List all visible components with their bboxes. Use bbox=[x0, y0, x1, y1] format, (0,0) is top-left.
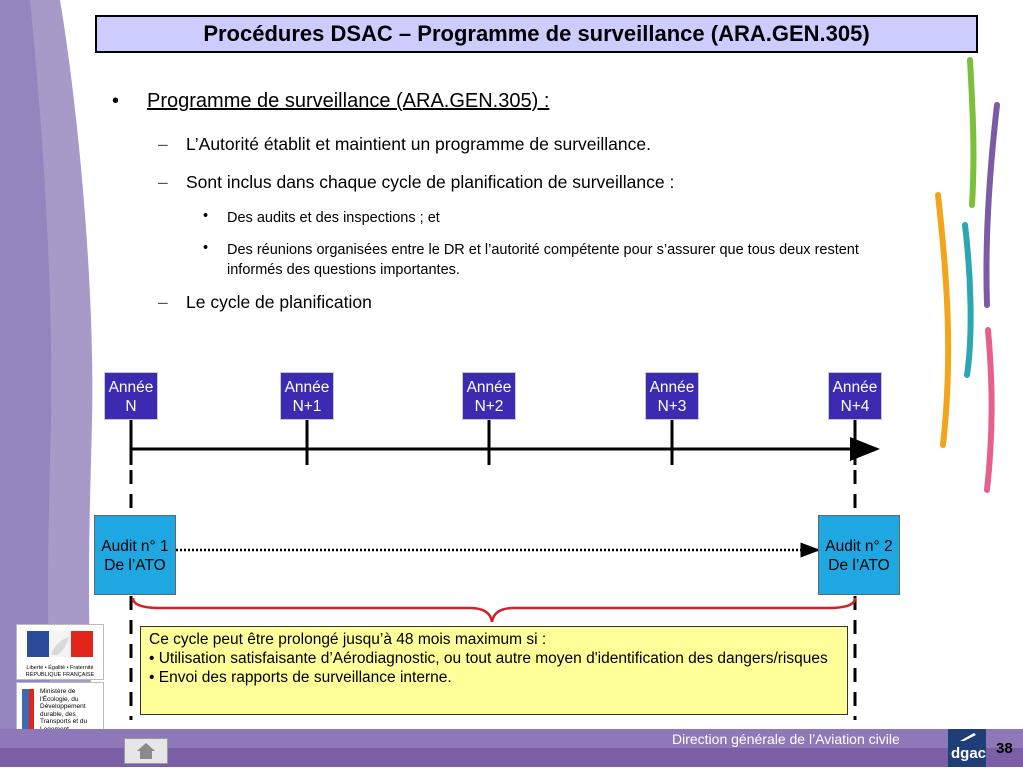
year-box-n1: Année N+1 bbox=[280, 372, 334, 420]
year-value: N+1 bbox=[292, 398, 322, 415]
year-label: Année bbox=[466, 379, 512, 396]
bullet-dash: – bbox=[158, 292, 168, 312]
bullet-dash: – bbox=[158, 134, 168, 154]
ministere-stripe-blue bbox=[22, 689, 29, 731]
ministere-text: Ministère de l'Écologie, du Développemen… bbox=[40, 688, 88, 733]
sub-bullet-text: Des audits et des inspections ; et bbox=[227, 210, 440, 226]
year-value: N+2 bbox=[474, 398, 504, 415]
year-box-n3: Année N+3 bbox=[645, 372, 699, 420]
republique-francaise-logo: Liberté • Égalité • Fraternité RÉPUBLIQU… bbox=[16, 624, 104, 680]
marianne-flag-icon bbox=[27, 631, 93, 657]
audit-subtitle: De l’ATO bbox=[104, 557, 166, 574]
audit-box-1: Audit n° 1 De l’ATO bbox=[94, 515, 176, 595]
audit-box-2: Audit n° 2 De l’ATO bbox=[818, 515, 900, 595]
year-label: Année bbox=[284, 379, 330, 396]
sub-bullet-text: Des réunions organisées entre le DR et l… bbox=[227, 242, 859, 278]
bullet-dot: • bbox=[112, 90, 120, 112]
year-value: N+4 bbox=[840, 398, 870, 415]
year-box-n4: Année N+4 bbox=[828, 372, 882, 420]
bullet-text: L’Autorité établit et maintient un progr… bbox=[186, 134, 651, 154]
dgac-logo-text: dgac bbox=[951, 745, 987, 762]
home-icon bbox=[137, 743, 155, 759]
heading-text: Programme de surveillance (ARA.GEN.305) … bbox=[147, 90, 550, 112]
year-label: Année bbox=[108, 379, 154, 396]
page-number: 38 bbox=[996, 740, 1013, 757]
slide-title: Procédures DSAC – Programme de surveilla… bbox=[203, 21, 870, 46]
audit-subtitle: De l’ATO bbox=[828, 557, 890, 574]
bullet-text: Le cycle de planification bbox=[186, 292, 372, 312]
note-line: • Utilisation satisfaisante d’Aérodiagno… bbox=[149, 650, 828, 667]
year-box-n: Année N bbox=[104, 372, 158, 420]
left-decorative-band bbox=[0, 0, 95, 767]
year-box-n2: Année N+2 bbox=[462, 372, 516, 420]
note-line: Ce cycle peut être prolongé jusqu’à 48 m… bbox=[149, 631, 547, 648]
audit-title: Audit n° 2 bbox=[825, 538, 893, 555]
bullet-text: Sont inclus dans chaque cycle de planifi… bbox=[186, 172, 675, 192]
note-line: • Envoi des rapports de surveillance int… bbox=[149, 669, 452, 686]
republique-text: Liberté • Égalité • Fraternité RÉPUBLIQU… bbox=[25, 665, 95, 678]
year-value: N bbox=[125, 398, 137, 415]
cycle-note-box: Ce cycle peut être prolongé jusqu’à 48 m… bbox=[140, 626, 848, 715]
bullet-dot: • bbox=[203, 240, 209, 256]
year-value: N+3 bbox=[657, 398, 687, 415]
slide-title-box: Procédures DSAC – Programme de surveilla… bbox=[95, 15, 978, 53]
home-button[interactable] bbox=[124, 738, 168, 764]
year-label: Année bbox=[649, 379, 695, 396]
audit-title: Audit n° 1 bbox=[101, 538, 169, 555]
dgac-logo: dgac bbox=[948, 729, 986, 767]
year-label: Année bbox=[832, 379, 878, 396]
plane-icon bbox=[960, 733, 976, 741]
footer-text: Direction générale de l’Aviation civile bbox=[672, 731, 900, 747]
decorative-strokes bbox=[935, 57, 1000, 493]
ministere-stripe-red bbox=[29, 689, 34, 731]
bullet-dot: • bbox=[203, 208, 209, 224]
bullet-dash: – bbox=[158, 172, 168, 192]
footer-bar-top bbox=[0, 729, 1023, 748]
cycle-brace bbox=[131, 597, 857, 623]
